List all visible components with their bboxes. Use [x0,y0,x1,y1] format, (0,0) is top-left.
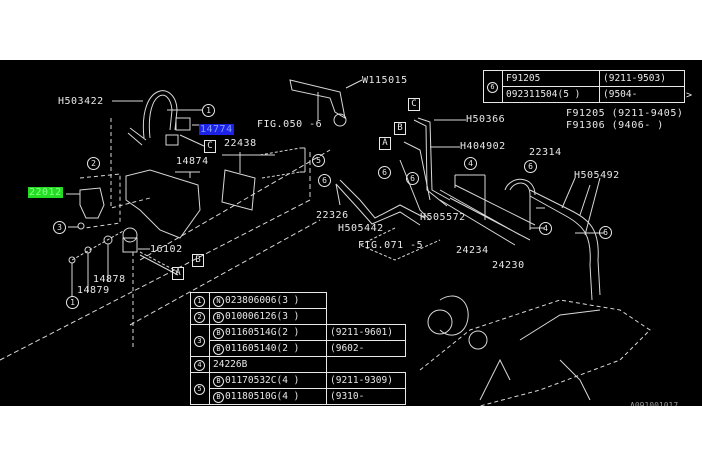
part-number: 010006126(3 ) [225,310,300,322]
badge: B [213,327,224,339]
part-number: 092311504(5 ) [502,86,600,103]
date-range [326,356,406,373]
badge: B [213,343,224,355]
ref-circle-2: 2 [87,157,100,170]
ref-circle: 1 [194,295,205,307]
ref-circle-3: 3 [53,221,66,234]
callout-h503422: H503422 [58,96,104,107]
callout-22326: 22326 [316,210,349,221]
date-range: (9602- [326,340,406,357]
callout-h404902: H404902 [460,141,506,152]
ref-circle-1: 1 [202,104,215,117]
ref-circle-6: 6 [406,172,419,185]
part-number: 011605140(2 ) [225,342,300,354]
callout-22012-highlighted[interactable]: 22012 [28,187,63,198]
date-range: (9211-9309) [326,372,406,389]
part-number: 01160514G(2 ) [225,326,300,338]
callout-h50366: H50366 [466,114,506,125]
callout-24230: 24230 [492,260,525,271]
date-range [327,309,406,325]
date-range: (9504- [599,86,685,103]
ref-circle-6: 6 [524,160,537,173]
callout-w115015: W115015 [362,75,408,86]
date-range: (9211-9503) [599,70,685,87]
date-range: (9310- [326,388,406,405]
diagram-line-art [0,79,651,406]
ref-circle-4: 4 [464,157,477,170]
callout-fig050-6[interactable]: FIG.050 -6 [257,119,323,130]
ref-box-c: C [204,140,216,153]
ref-circle: 2 [194,311,205,323]
callout-22314: 22314 [529,147,562,158]
ref-box-a: A [379,137,391,150]
ref-circle-6: 6 [487,81,498,93]
part-number: 01170532C(4 ) [225,374,300,386]
callout-16102: 16102 [150,244,183,255]
callout-h505442: H505442 [338,223,384,234]
note-f91205: F91205 (9211-9405) [566,108,684,119]
diagram-code: A091001017 [630,401,679,406]
ref-box-b: B [394,122,406,135]
ref-circle-4: 4 [539,222,552,235]
badge: N [213,295,224,307]
date-range: (9211-9601) [326,324,406,341]
ref-box-a: A [172,267,184,280]
ref-circle-6: 6 [378,166,391,179]
callout-14878: 14878 [93,274,126,285]
part-number: 01180510G(4 ) [225,390,300,402]
callout-14874: 14874 [176,156,209,167]
callout-14879: 14879 [77,285,110,296]
date-range [327,293,406,309]
ref-circle-1: 1 [66,296,79,309]
ref-circle-6: 6 [599,226,612,239]
callout-h505492: H505492 [574,170,620,181]
badge: B [213,375,224,387]
ref-circle: 4 [194,359,205,371]
part-number: 023806006(3 ) [225,294,300,306]
ref-circle-5: 5 [312,154,325,167]
note-f91306: F91306 (9406- ) [566,120,664,131]
table-trailing-bracket: > [686,90,693,101]
callout-24234: 24234 [456,245,489,256]
parts-diagram: H503422 1 14774 C FIG.050 -6 W115015 224… [0,60,702,406]
callout-14774-highlighted[interactable]: 14774 [199,124,234,135]
ref-box-c: C [408,98,420,111]
part-number: 24226B [209,356,327,373]
ref-circle: 3 [194,335,205,347]
table-row: 4 24226B [190,356,406,373]
ref-circle-6: 6 [318,174,331,187]
ref-circle: 5 [194,383,205,395]
callout-fig071-5[interactable]: FIG.071 -5 [358,240,424,251]
callout-h505572: H505572 [420,212,466,223]
badge: B [213,391,224,403]
callout-22438: 22438 [224,138,257,149]
parts-table-ref6: 6 F91205 (9211-9503) 092311504(5 ) (9504… [483,70,685,103]
part-number: F91205 [502,70,600,87]
ref-box-b: B [192,254,204,267]
badge: B [213,311,224,323]
